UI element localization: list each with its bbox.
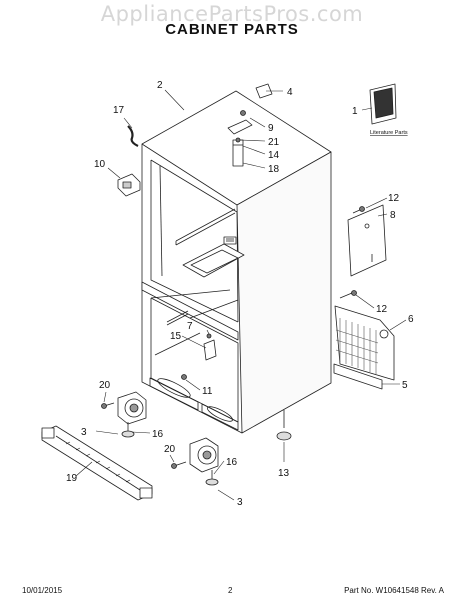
callout-4: 4: [287, 87, 293, 98]
callout-6: 6: [408, 314, 414, 325]
callout-20b: 20: [164, 444, 176, 455]
part-10-control-box: [117, 173, 141, 197]
roller-assembly-left: [101, 391, 147, 438]
watermark: AppliancePartsPros.com: [100, 2, 364, 26]
callout-1: 1: [352, 106, 358, 117]
callout-19: 19: [66, 473, 78, 484]
footer-page-number: 2: [228, 586, 233, 595]
screw-7: [206, 333, 212, 339]
page-title: CABINET PARTS: [165, 21, 299, 38]
screw-21: [235, 137, 241, 143]
part-4-clip: [255, 83, 273, 99]
callout-3a: 3: [81, 427, 87, 438]
screw-11: [181, 374, 187, 380]
callout-12a: 12: [388, 193, 400, 204]
part-17-tube: [127, 125, 139, 147]
callout-18: 18: [268, 164, 280, 175]
footer-date: 10/01/2015: [22, 586, 63, 595]
callout-9: 9: [268, 123, 274, 134]
callout-3b: 3: [237, 497, 243, 508]
callout-17: 17: [113, 105, 125, 116]
callout-11: 11: [202, 386, 213, 397]
literature-manual-icon: [369, 83, 397, 125]
callout-13: 13: [278, 468, 290, 479]
callout-8: 8: [390, 210, 396, 221]
callout-2: 2: [157, 80, 163, 91]
screw-12a: [352, 206, 365, 214]
callout-15: 15: [170, 331, 182, 342]
bracket-7: [203, 339, 217, 361]
callout-16b: 16: [226, 457, 238, 468]
callout-7: 7: [187, 321, 193, 332]
callout-5: 5: [402, 380, 408, 391]
callout-20a: 20: [99, 380, 111, 391]
callout-12b: 12: [376, 304, 388, 315]
callout-10: 10: [94, 159, 106, 170]
leveling-leg: [276, 410, 292, 441]
roller-assembly-right: [171, 437, 219, 486]
literature-parts-label: Literature Parts: [370, 130, 408, 136]
part-19-base-grille: [41, 425, 153, 501]
leader-lines: [75, 89, 407, 501]
screw-12b: [339, 290, 357, 299]
footer-part-number: Part No. W10641548 Rev. A: [344, 586, 444, 595]
part-5-strip: [333, 363, 383, 390]
callout-16a: 16: [152, 429, 164, 440]
part-8-panel: [347, 204, 387, 277]
callout-14: 14: [268, 150, 280, 161]
screw-9: [240, 110, 246, 116]
cabinet-body: [141, 90, 332, 434]
callout-21: 21: [268, 137, 280, 148]
part-6-grille: [334, 305, 395, 381]
